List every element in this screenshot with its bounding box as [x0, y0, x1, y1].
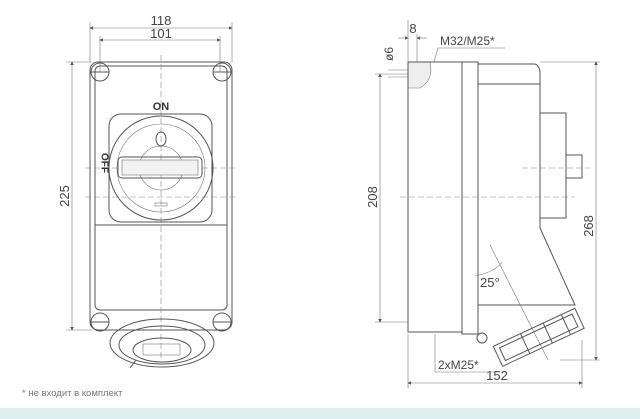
label-on: ON: [153, 101, 170, 113]
dim-152: 152: [486, 368, 508, 383]
dim-101: 101: [150, 26, 172, 41]
lock-icon: [155, 131, 167, 147]
footer-band: [0, 408, 640, 419]
footnote: * не входит в комплект: [22, 388, 123, 399]
flange-side: [461, 61, 479, 335]
rotary-handle: [117, 156, 203, 179]
side-view: 8 ø6 M32/M25* 208 25° 268: [365, 20, 600, 388]
screw-icons: [90, 62, 232, 332]
enclosure-base-side: [407, 61, 463, 333]
switch-ring: [108, 115, 214, 221]
dim-hole-6: ø6: [382, 47, 396, 61]
label-off: OFF: [99, 153, 110, 173]
switch-knob-side: [539, 112, 567, 219]
front-view: 118 101 225 ON OFF: [57, 13, 237, 369]
socket-side: [492, 307, 585, 367]
label-2xm25: 2xM25*: [438, 358, 479, 372]
dim-118: 118: [151, 13, 172, 28]
switch-shaft: [565, 154, 583, 179]
label-m32-m25: M32/M25*: [440, 34, 495, 48]
cover-side: [478, 63, 576, 306]
dim-208: 208: [365, 186, 380, 208]
dim-268: 268: [581, 215, 596, 237]
dim-8: 8: [409, 21, 416, 36]
dim-225: 225: [57, 185, 72, 207]
label-25-degrees: 25°: [480, 275, 500, 290]
socket-front: [109, 318, 215, 369]
